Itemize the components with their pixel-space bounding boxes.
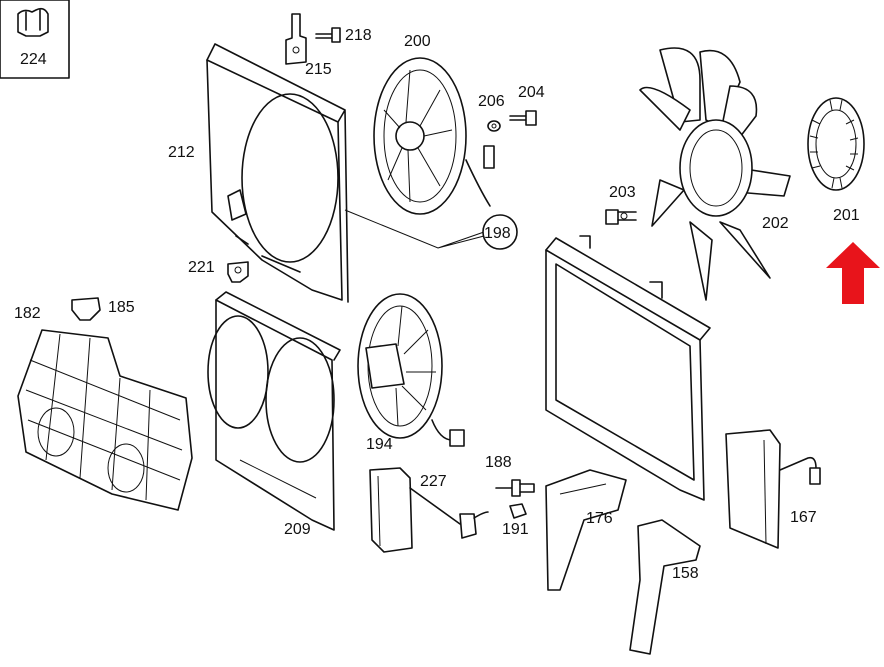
part-212-fan-shroud[interactable] [206, 43, 349, 303]
callout-224: 224 [20, 51, 47, 68]
part-206-washer[interactable] [487, 120, 501, 132]
part-194-electric-fan[interactable] [357, 293, 465, 447]
part-158-air-guide[interactable] [629, 519, 701, 655]
callout-218: 218 [345, 27, 372, 44]
part-191-clip[interactable] [509, 503, 527, 519]
part-200-aux-fan[interactable] [373, 57, 495, 215]
callout-212: 212 [168, 144, 195, 161]
callout-201: 201 [833, 207, 860, 224]
part-radiator[interactable] [545, 235, 711, 501]
callout-198: 198 [484, 225, 511, 242]
part-221-clip[interactable] [227, 261, 249, 283]
part-167-seal[interactable] [725, 429, 821, 549]
part-182-air-guide-grille[interactable] [17, 329, 193, 511]
callout-209: 209 [284, 521, 311, 538]
part-224-box[interactable]: 224 [0, 0, 70, 79]
callout-185: 185 [108, 299, 135, 316]
part-209-fan-shroud[interactable] [207, 291, 341, 531]
callout-167: 167 [790, 509, 817, 526]
callout-176: 176 [586, 510, 613, 527]
callout-227: 227 [420, 473, 447, 490]
part-215-bracket[interactable] [285, 13, 307, 65]
part-202-fan-blade[interactable] [639, 47, 791, 301]
part-185-clip[interactable] [71, 297, 101, 321]
part-204-bolt[interactable] [509, 110, 537, 126]
callout-198-leader [344, 209, 485, 249]
callout-182: 182 [14, 305, 41, 322]
part-218-screw[interactable] [315, 27, 341, 43]
callout-221: 221 [188, 259, 215, 276]
callout-204: 204 [518, 84, 545, 101]
callout-191: 191 [502, 521, 529, 538]
part-227-seal[interactable] [369, 467, 489, 553]
part-188-rivet[interactable] [495, 479, 535, 497]
callout-158: 158 [672, 565, 699, 582]
red-up-arrow-icon [826, 242, 880, 304]
callout-188: 188 [485, 454, 512, 471]
part-203-bolt[interactable] [605, 209, 637, 225]
callout-203: 203 [609, 184, 636, 201]
part-201-viscous-coupling[interactable] [807, 97, 865, 191]
callout-194: 194 [366, 436, 393, 453]
callout-215: 215 [305, 61, 332, 78]
callout-206: 206 [478, 93, 505, 110]
callout-200: 200 [404, 33, 431, 50]
callout-198-circle[interactable]: 198 [482, 214, 518, 250]
callout-202: 202 [762, 215, 789, 232]
part-176-air-guide[interactable] [545, 469, 627, 591]
